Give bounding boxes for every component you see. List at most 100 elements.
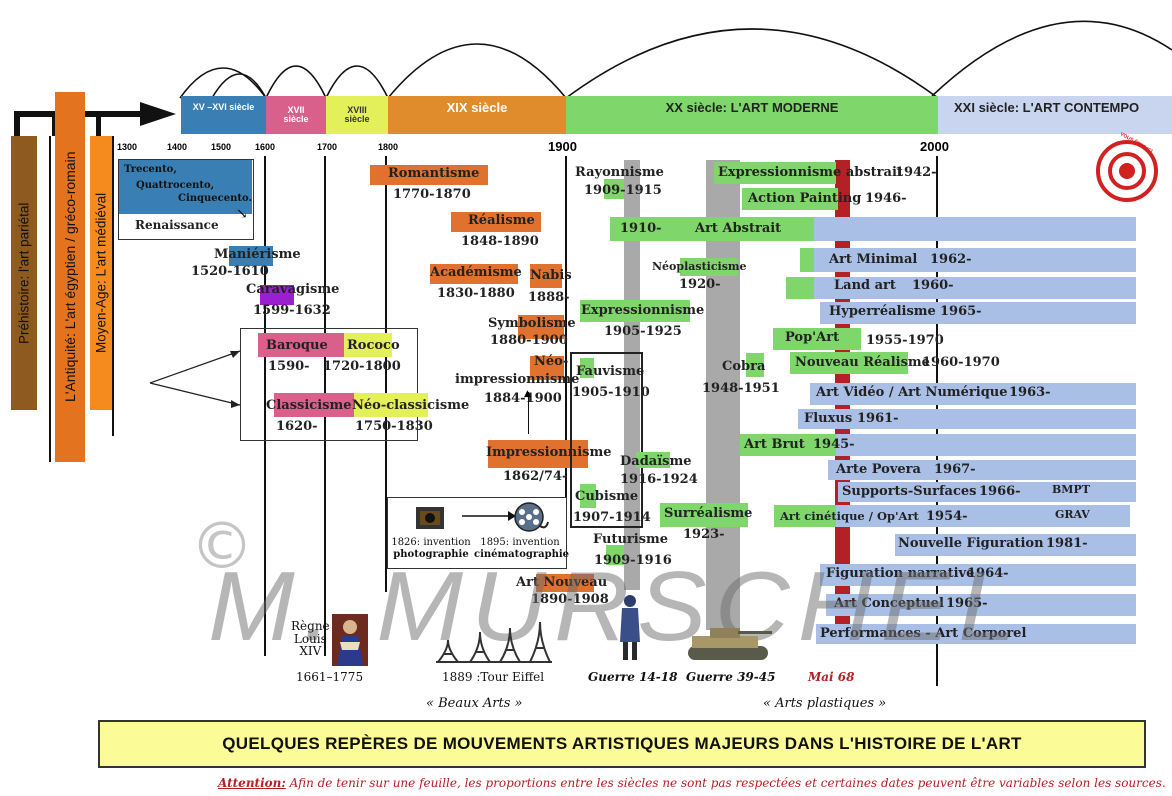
tick-1300: 1300 [117, 142, 138, 152]
century-20: XX siècle: L'ART MODERNE [566, 96, 938, 134]
dadaisme-dates: 1916-1924 [620, 472, 698, 487]
renaissance-label: Renaissance [135, 218, 219, 232]
renaissance-fill [119, 160, 252, 214]
century-21: XXI siècle: L'ART CONTEMPO [938, 96, 1172, 134]
baroque-bar [258, 333, 344, 357]
tank-icon [688, 628, 772, 660]
dadaisme-bar [636, 452, 670, 468]
baroque-label: Baroque [266, 338, 328, 353]
minimal-bar [814, 248, 1136, 272]
action-label: Action Painting [748, 191, 862, 206]
arrow-up-head: ▲ [524, 389, 531, 399]
expr-abstrait-dates: 1942- [895, 165, 937, 180]
photo-year: 1826 [391, 537, 417, 548]
cine-year: 1895 [480, 537, 506, 548]
century-label: XVII siècle [283, 104, 309, 124]
fluxus-dates: 1961- [857, 411, 899, 426]
landart-bar [814, 277, 1136, 299]
povera-label: Arte Povera [836, 462, 921, 477]
popart-dates: 1955-1970 [866, 333, 944, 348]
surrealisme-bar [660, 503, 748, 527]
attention-note: Attention: Afin de tenir sur une feuille… [218, 776, 1166, 790]
landart-dates: 1960- [912, 278, 954, 293]
century-17: XVII siècle [266, 96, 326, 134]
vline-1600 [264, 156, 266, 656]
film-reel-icon [514, 502, 549, 532]
arrow-up-icon [528, 392, 529, 434]
symbolisme-dates: 1880-1900 [490, 333, 568, 348]
side-bar-antiquite: L'Antiquité: L'art égyptien / gréco-roma… [55, 92, 85, 462]
cobra-dates: 1948-1951 [702, 381, 780, 396]
hyper-dates: 1965- [940, 304, 982, 319]
page-title: QUELQUES REPÈRES DE MOUVEMENTS ARTISTIQU… [222, 734, 1022, 753]
artnouveau-label: Art Nouveau [516, 575, 608, 590]
photo-caption: 1826: invention photographie [389, 537, 473, 561]
arrow-stem [52, 111, 57, 136]
supports-bar [838, 482, 1136, 502]
artbrut-label: Art Brut [744, 437, 805, 452]
attention-text: Afin de tenir sur une feuille, les propo… [285, 776, 1166, 790]
neoimpr-label-1: Néo- [534, 354, 569, 369]
tick-1900: 1900 [548, 139, 577, 154]
arrow-stem [14, 111, 20, 136]
art-abstrait-dates: 1910- [620, 221, 662, 236]
vline [112, 136, 114, 436]
regne-dates: 1661–1775 [296, 670, 364, 684]
realisme-label: Réalisme [468, 213, 535, 228]
rococo-bar [344, 333, 392, 357]
arrow-stem [96, 111, 101, 136]
landart-bar-g [786, 277, 814, 299]
guerre-14-18-label: Guerre 14-18 [588, 670, 678, 684]
academisme-dates: 1830-1880 [437, 286, 515, 301]
war-bar-14-18 [624, 160, 640, 590]
century-label: XX siècle: L'ART MODERNE [665, 100, 839, 116]
baroque-group-box [240, 328, 418, 441]
artbrut-dates: 1945- [813, 437, 855, 452]
romantisme-bar [370, 165, 488, 185]
hyper-label: Hyperréalisme [829, 304, 936, 319]
neoplast-bar [680, 258, 738, 276]
surrealisme-label: Surréalisme [664, 506, 753, 521]
supports-dates: 1966- [979, 484, 1021, 499]
fauvisme-dates: 1905-1910 [572, 385, 650, 400]
expr-abstrait-label: Expressionnisme abstrait [718, 165, 903, 180]
futurisme-dates: 1909-1916 [594, 553, 672, 568]
cine-l1: : invention [505, 537, 560, 548]
caravagisme-dates: 1599-1632 [253, 303, 331, 318]
neoplast-dates: 1920- [679, 277, 721, 292]
side-label: L'Antiquité: L'art égyptien / gréco-roma… [62, 151, 78, 403]
cinetique-label: Art cinétique / Op'Art [780, 509, 919, 523]
cine-caption: 1895: invention cinématographie [474, 537, 569, 561]
impressionnisme-label: Impressionnisme [486, 445, 612, 460]
minimal-label: Art Minimal [829, 252, 918, 267]
century-19: XIX siècle [388, 96, 566, 134]
mai68-label: Mai 68 [808, 670, 855, 684]
academisme-bar [430, 264, 518, 284]
eiffel-label: 1889 :Tour Eiffel [442, 670, 545, 684]
classicisme-dates: 1620- [276, 419, 318, 434]
fauvisme-bar [580, 358, 594, 378]
video-label: Art Vidéo / Art Numérique [816, 385, 1008, 400]
caravagisme-label: Caravagisme [246, 282, 340, 297]
regne-label: Règne Louis XIV [291, 620, 330, 658]
bracket-arrows [149, 350, 241, 408]
performances-label: Performances - Art Corporel [820, 626, 1027, 641]
louis-xiv-portrait [332, 614, 368, 666]
narrative-dates: 1964- [967, 566, 1009, 581]
supports-label: Supports-Surfaces [842, 484, 977, 499]
tick-1800: 1800 [378, 142, 399, 152]
classicisme-bar [274, 393, 354, 417]
popart-bar [773, 328, 861, 350]
arrow-right-icon [140, 102, 176, 126]
neoclassicisme-bar [354, 393, 428, 417]
fauvisme-label: Fauvisme [576, 364, 645, 379]
dadaisme-label: Dadaïsme [620, 454, 692, 469]
rococo-dates: 1720-1800 [323, 359, 401, 374]
side-label: Moyen-Age: L'art médiéval [93, 192, 109, 354]
chevron-down-icon: ↘ [236, 206, 248, 222]
art-abstrait-label: Art Abstrait [695, 221, 782, 236]
side-bar-prehistoire: Préhistoire: l'art pariétal [11, 136, 37, 410]
century-label: XVIII siècle [344, 104, 370, 124]
nabis-dates: 1888- [528, 290, 570, 305]
futurisme-bar [606, 545, 624, 565]
